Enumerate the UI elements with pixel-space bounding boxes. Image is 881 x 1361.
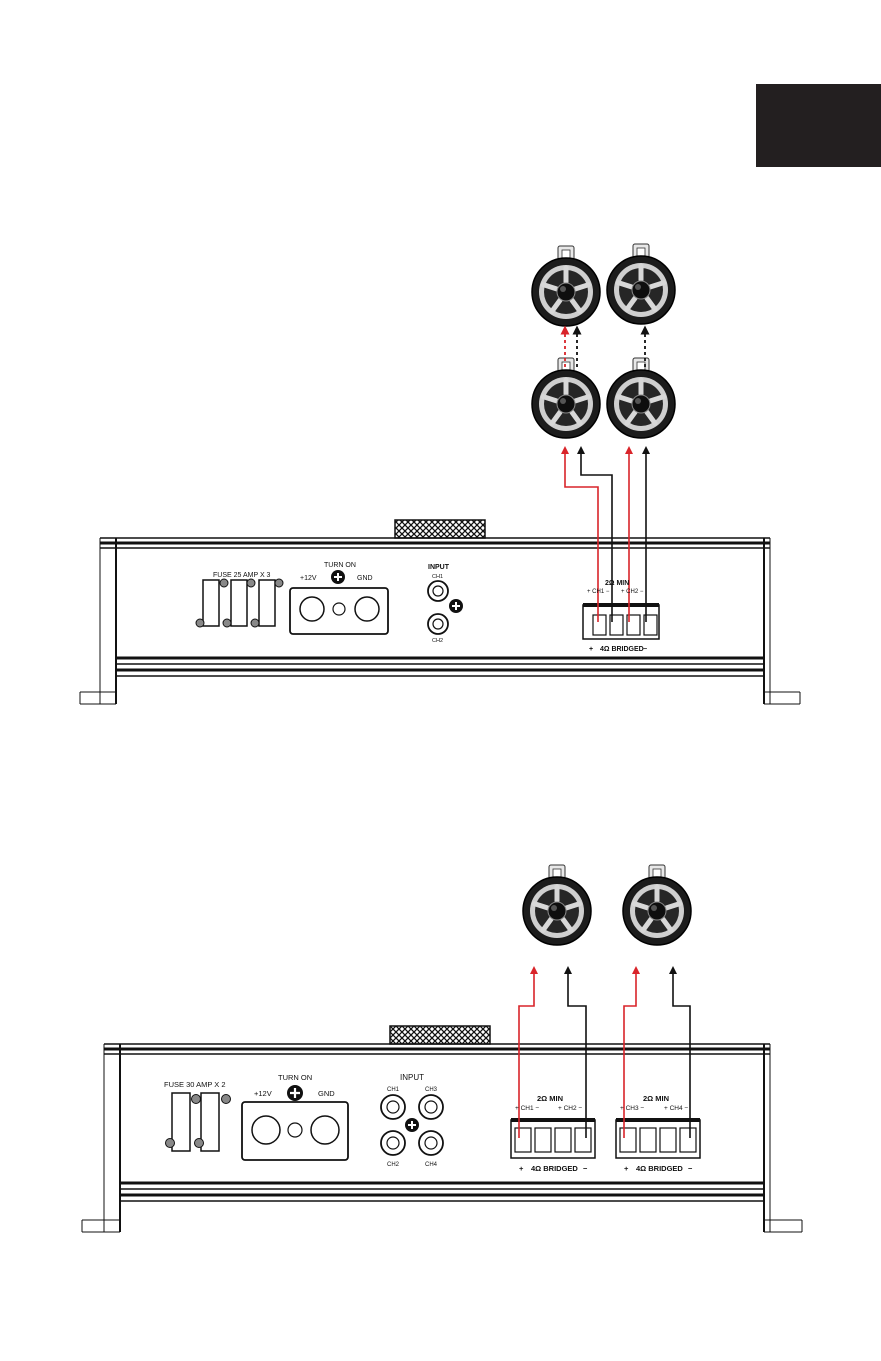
speaker-top-right bbox=[607, 244, 675, 324]
ch2-polarity-label: + CH2 − bbox=[558, 1105, 582, 1112]
plus-icon bbox=[331, 570, 345, 584]
ch2-polarity-label: + CH2 − bbox=[621, 589, 644, 595]
min-impedance-label: 2Ω MIN bbox=[605, 580, 629, 587]
diagram-1: FUSE 25 AMP X 3 TURN ON +12V GND INPUT C… bbox=[80, 244, 800, 704]
power-terminal bbox=[290, 588, 388, 634]
bridged-minus-b: − bbox=[688, 1164, 693, 1173]
input-ch2-label: CH2 bbox=[387, 1162, 400, 1168]
input-ch4-label: CH4 bbox=[425, 1162, 438, 1168]
input-ch3-label: CH3 bbox=[425, 1087, 438, 1093]
diagram-2: FUSE 30 AMP X 2 TURN ON +12V GND INPUT C… bbox=[82, 865, 802, 1232]
bridged-plus-a: + bbox=[519, 1164, 524, 1173]
power-terminal bbox=[242, 1102, 348, 1160]
speaker-terminal-block-a bbox=[511, 1120, 595, 1158]
turn-on-label: TURN ON bbox=[278, 1073, 312, 1082]
ch1-polarity-label: + CH1 − bbox=[515, 1105, 539, 1112]
plus-icon bbox=[287, 1085, 303, 1101]
bridged-label-b: 4Ω BRIDGED bbox=[636, 1164, 683, 1173]
rca-inputs bbox=[428, 581, 448, 634]
input-ch1-label: CH1 bbox=[387, 1087, 400, 1093]
plus-icon bbox=[449, 599, 463, 613]
amplifier-2 bbox=[82, 1026, 802, 1232]
plus-icon bbox=[405, 1118, 419, 1132]
bridged-label: 4Ω BRIDGED bbox=[600, 646, 644, 653]
bridged-minus: − bbox=[643, 646, 647, 653]
input-label: INPUT bbox=[428, 564, 450, 571]
section-tab bbox=[756, 84, 881, 167]
plus12v-label: +12V bbox=[300, 575, 317, 582]
wires-1 bbox=[565, 450, 646, 622]
gnd-label: GND bbox=[357, 575, 373, 582]
input-ch1-label: CH1 bbox=[432, 574, 443, 580]
speaker-right bbox=[623, 865, 691, 945]
input-ch2-label: CH2 bbox=[432, 638, 443, 644]
speaker-bottom-left bbox=[532, 358, 600, 438]
speaker-left bbox=[523, 865, 591, 945]
amplifier-1 bbox=[80, 520, 800, 704]
speaker-terminal-block-b bbox=[616, 1120, 700, 1158]
speaker-bottom-right bbox=[607, 358, 675, 438]
ch3-polarity-label: + CH3 − bbox=[620, 1105, 644, 1112]
input-label: INPUT bbox=[400, 1073, 424, 1082]
turn-on-label: TURN ON bbox=[324, 562, 356, 569]
fuse-label: FUSE 30 AMP X 2 bbox=[164, 1080, 226, 1089]
plus12v-label: +12V bbox=[254, 1089, 272, 1098]
ch4-polarity-label: + CH4 − bbox=[664, 1105, 688, 1112]
fuse-block bbox=[166, 1093, 231, 1151]
bridged-plus-b: + bbox=[624, 1164, 629, 1173]
bridged-plus: + bbox=[589, 646, 593, 653]
ch1-polarity-label: + CH1 − bbox=[587, 589, 610, 595]
bridged-minus-a: − bbox=[583, 1164, 588, 1173]
fuse-block bbox=[196, 579, 283, 627]
min-impedance-label-a: 2Ω MIN bbox=[537, 1094, 563, 1103]
speaker-top-left bbox=[532, 246, 600, 326]
speaker-terminal-block bbox=[583, 605, 659, 639]
fuse-label: FUSE 25 AMP X 3 bbox=[213, 572, 271, 579]
bridged-label-a: 4Ω BRIDGED bbox=[531, 1164, 578, 1173]
min-impedance-label-b: 2Ω MIN bbox=[643, 1094, 669, 1103]
gnd-label: GND bbox=[318, 1089, 335, 1098]
